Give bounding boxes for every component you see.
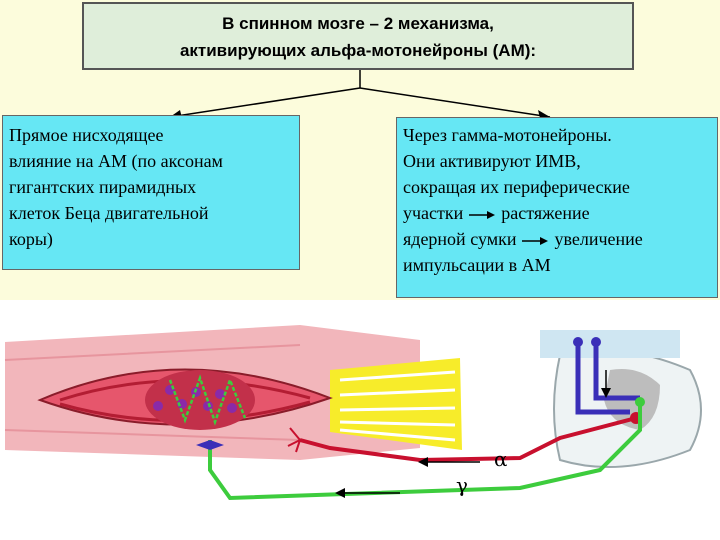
connector-left — [169, 87, 361, 118]
title-box: В спинном мозге – 2 механизма, активирую… — [82, 2, 634, 70]
right-line-5: ядерной сумки увеличение — [403, 226, 715, 252]
alpha-fiber — [299, 416, 637, 463]
gamma-fiber — [208, 402, 642, 501]
right-line-1: Через гамма-мотонейроны. — [403, 125, 612, 145]
left-line-5: коры) — [9, 229, 53, 249]
direct-pathway-box: Прямое нисходящее влияние на АМ (по аксо… — [2, 115, 300, 270]
right-line-5b: увеличение — [554, 229, 643, 249]
sensory-ending — [168, 374, 247, 426]
nuclei — [153, 385, 237, 413]
title-line-2: активирующих альфа-мотонейроны (АМ): — [179, 41, 537, 60]
left-line-2: влияние на АМ (по аксонам — [9, 151, 223, 171]
gamma-ending — [196, 440, 224, 450]
nuclear-bag — [145, 370, 255, 430]
spindle-illustration: α γ — [0, 300, 720, 540]
right-line-4b: растяжение — [501, 203, 590, 223]
arrow-right-icon — [469, 210, 496, 219]
gamma-direction-arrow — [335, 488, 400, 498]
alpha-label: α — [494, 447, 508, 471]
connector-arrows — [169, 70, 551, 118]
motoneuron — [575, 345, 640, 415]
right-line-6: импульсации в АМ — [403, 255, 551, 275]
arrow-right-icon — [522, 236, 549, 245]
gamma-motoneuron-body — [635, 397, 645, 407]
gamma-pathway-box: Через гамма-мотонейроны. Они активируют … — [396, 117, 718, 298]
right-line-3: сокращая их периферические — [403, 177, 630, 197]
connector-right — [359, 87, 551, 118]
right-line-5a: ядерной сумки — [403, 229, 517, 249]
right-line-4a: участки — [403, 203, 464, 223]
tendon — [330, 358, 462, 450]
arrowhead-right — [538, 110, 550, 118]
alpha-direction-arrow — [418, 457, 480, 467]
left-line-3: гигантских пирамидных — [9, 177, 197, 197]
right-line-4: участки растяжение — [403, 200, 715, 226]
left-line-4: клеток Беца двигательной — [9, 203, 209, 223]
right-line-2: Они активируют ИМВ, — [403, 151, 581, 171]
dorsal-root-area — [540, 330, 680, 358]
left-line-1: Прямое нисходящее — [9, 125, 164, 145]
title-line-1: В спинном мозге – 2 механизма, — [222, 14, 494, 33]
gamma-label: γ — [456, 473, 468, 497]
